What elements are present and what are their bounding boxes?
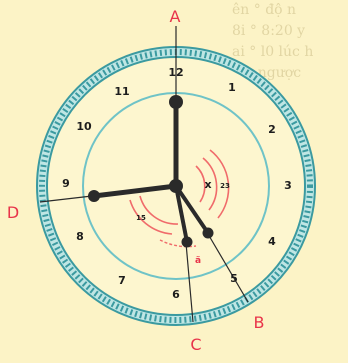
clock-number-4: 4 [268, 235, 276, 248]
clock-number-10: 10 [76, 120, 92, 133]
clock-number-12: 12 [168, 66, 183, 79]
angle-label-inner: 15 [136, 214, 146, 222]
clock-number-1: 1 [228, 81, 236, 94]
clock-number-3: 3 [284, 179, 292, 192]
point-label-b: B [254, 313, 265, 332]
hand-end-dot [182, 237, 193, 248]
angle-label-x-value: 23 [220, 182, 230, 190]
point-label-d: D [7, 203, 19, 222]
angle-label-x: x [204, 178, 211, 191]
clock-number-5: 5 [230, 272, 238, 285]
point-label-c: C [190, 335, 201, 354]
angle-label-bottom: ã [195, 256, 201, 266]
point-label-a: A [170, 7, 181, 26]
clock-number-8: 8 [76, 230, 84, 243]
clock-number-11: 11 [114, 85, 129, 98]
hand-end-dot [203, 228, 214, 239]
hand-end-dot [88, 190, 100, 202]
center-dot-icon [169, 179, 183, 193]
clock-number-9: 9 [62, 177, 70, 190]
clock-number-6: 6 [172, 288, 180, 301]
clock-number-2: 2 [268, 123, 276, 136]
hand-end-dot [169, 95, 183, 109]
clock-number-7: 7 [118, 274, 126, 287]
